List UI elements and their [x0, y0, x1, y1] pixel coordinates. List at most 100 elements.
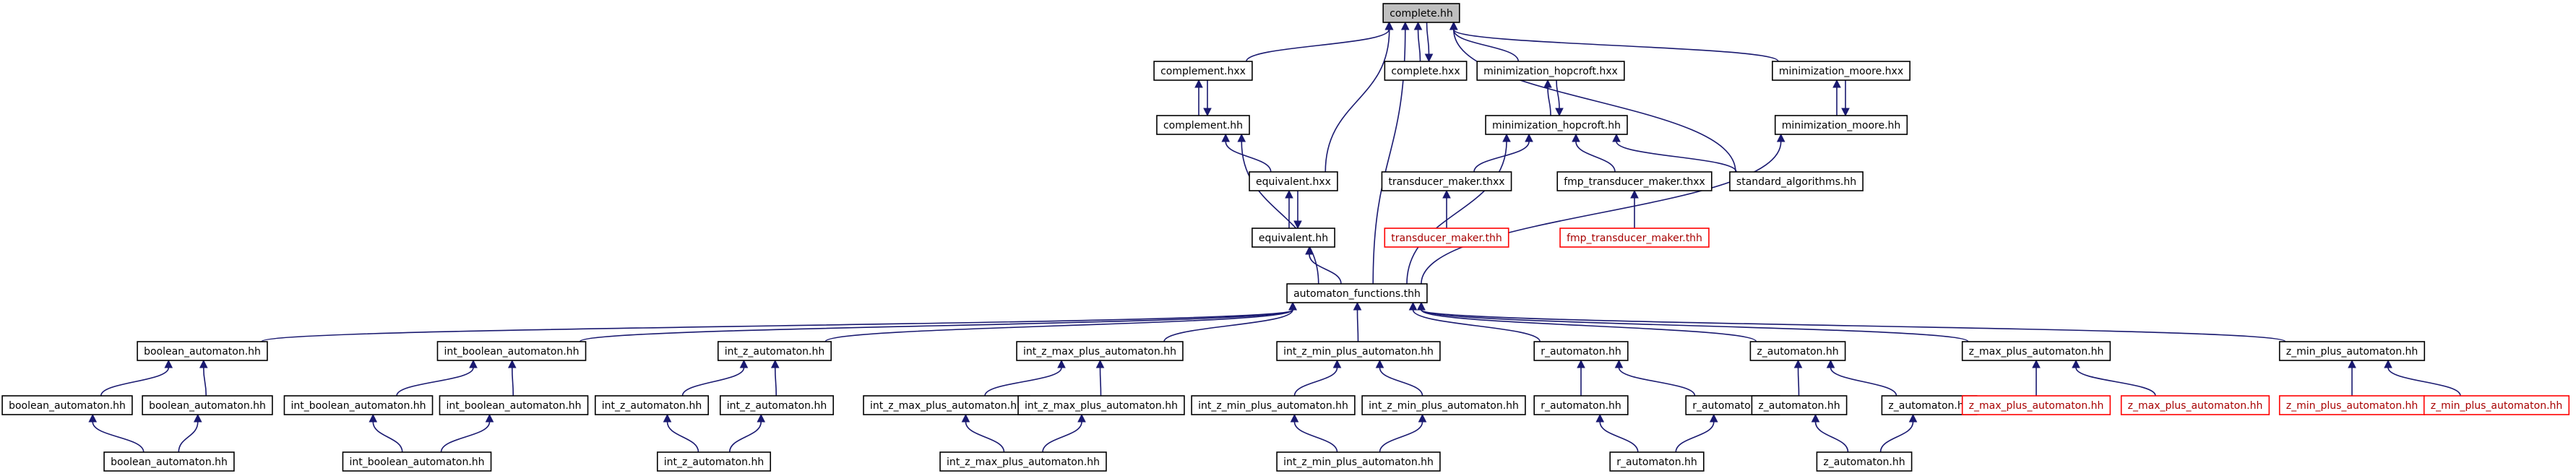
dependency-edge	[2075, 367, 2156, 397]
node-box	[1751, 395, 1848, 415]
node-r-automaton-hh[interactable]: r_automaton.hh	[1533, 341, 1629, 361]
node-label: standard_algorithms.hh	[1736, 176, 1856, 188]
node-label: int_z_min_plus_automaton.hh	[1369, 400, 1519, 412]
node-z-automaton-hh[interactable]: z_automaton.hh	[1751, 395, 1848, 415]
node-label: int_z_automaton.hh	[602, 400, 702, 412]
node-label: fmp_transducer_maker.thxx	[1564, 176, 1705, 188]
arrowhead	[1353, 301, 1362, 311]
node-complete-hxx[interactable]: complete.hxx	[1384, 61, 1468, 81]
node-label: z_automaton.hh	[1758, 400, 1840, 412]
dependency-edge	[1225, 141, 1272, 173]
node-label: fmp_transducer_maker.thh	[1567, 233, 1702, 244]
node-boolean-automaton-hh[interactable]: boolean_automaton.hh	[103, 451, 235, 472]
node-int-boolean-automaton-hh[interactable]: int_boolean_automaton.hh	[436, 341, 587, 361]
dependency-edge	[202, 367, 207, 397]
node-z-max-plus-automaton-hh[interactable]: z_max_plus_automaton.hh	[1961, 395, 2111, 415]
arrowhead	[1332, 359, 1342, 368]
node-box	[1533, 395, 1629, 415]
node-z-max-plus-automaton-hh[interactable]: z_max_plus_automaton.hh	[1961, 341, 2111, 361]
arrowhead	[1776, 133, 1785, 142]
node-int-z-min-plus-automaton-hh[interactable]: int_z_min_plus_automaton.hh	[1276, 451, 1441, 472]
node-transducer-maker-thxx[interactable]: transducer_maker.thxx	[1381, 171, 1512, 191]
node-label: int_boolean_automaton.hh	[446, 400, 581, 412]
node-int-z-automaton-hh[interactable]: int_z_automaton.hh	[656, 451, 772, 472]
node-int-z-min-plus-automaton-hh[interactable]: int_z_min_plus_automaton.hh	[1276, 341, 1441, 361]
node-label: minimization_hopcroft.hh	[1492, 120, 1621, 131]
dependency-edge	[1412, 309, 1541, 342]
node-box	[1156, 115, 1250, 135]
node-minimization-moore-hxx[interactable]: minimization_moore.hxx	[1772, 61, 1911, 81]
node-boolean-automaton-hh[interactable]: boolean_automaton.hh	[1, 395, 133, 415]
node-minimization-moore-hh[interactable]: minimization_moore.hh	[1774, 115, 1908, 135]
dependency-edge	[1379, 421, 1423, 453]
node-label: int_z_automaton.hh	[725, 346, 824, 358]
node-minimization-hopcroft-hh[interactable]: minimization_hopcroft.hh	[1485, 115, 1628, 135]
dependency-edge	[728, 421, 762, 453]
node-int-z-max-plus-automaton-hh[interactable]: int_z_max_plus_automaton.hh	[1017, 395, 1185, 415]
node-int-z-max-plus-automaton-hh[interactable]: int_z_max_plus_automaton.hh	[939, 451, 1107, 472]
node-z-min-plus-automaton-hh[interactable]: z_min_plus_automaton.hh	[2278, 395, 2426, 415]
node-z-min-plus-automaton-hh[interactable]: z_min_plus_automaton.hh	[2278, 341, 2426, 361]
node-z-max-plus-automaton-hh[interactable]: z_max_plus_automaton.hh	[2120, 395, 2270, 415]
node-z-automaton-hh[interactable]: z_automaton.hh	[1881, 395, 1978, 415]
node-standard-algorithms-hh[interactable]: standard_algorithms.hh	[1729, 171, 1864, 191]
node-equivalent-hh[interactable]: equivalent.hh	[1252, 228, 1335, 248]
dependency-edge	[1246, 29, 1390, 62]
dependency-edge	[1099, 367, 1102, 397]
node-fmp-transducer-maker-thh[interactable]: fmp_transducer_maker.thh	[1559, 228, 1710, 248]
node-transducer-maker-thh[interactable]: transducer_maker.thh	[1384, 228, 1509, 248]
node-label: int_z_min_plus_automaton.hh	[1198, 400, 1348, 412]
node-label: minimization_moore.hh	[1782, 120, 1901, 131]
node-label: automaton_functions.thh	[1293, 288, 1421, 300]
arrowhead	[2348, 359, 2356, 368]
node-int-boolean-automaton-hh[interactable]: int_boolean_automaton.hh	[283, 395, 434, 415]
node-minimization-hopcroft-hxx[interactable]: minimization_hopcroft.hxx	[1476, 61, 1625, 81]
node-equivalent-hxx[interactable]: equivalent.hxx	[1249, 171, 1338, 191]
arrowhead	[757, 413, 766, 423]
arrowhead	[1077, 413, 1086, 423]
node-label: int_boolean_automaton.hh	[349, 456, 484, 468]
dependency-edge	[100, 367, 170, 397]
node-int-z-automaton-hh[interactable]: int_z_automaton.hh	[719, 395, 835, 415]
dependency-edge	[1452, 29, 1520, 62]
dependency-edge	[1879, 421, 1914, 453]
node-box	[1961, 341, 2111, 361]
arrowhead	[1384, 21, 1394, 30]
dependency-edge	[984, 367, 1062, 397]
arrowhead	[1841, 108, 1850, 117]
dependency-edge	[1473, 141, 1530, 173]
node-int-z-min-plus-automaton-hh[interactable]: int_z_min_plus_automaton.hh	[1361, 395, 1526, 415]
node-z-automaton-hh[interactable]: z_automaton.hh	[1749, 341, 1846, 361]
node-fmp-transducer-maker-thxx[interactable]: fmp_transducer_maker.thxx	[1556, 171, 1713, 191]
node-r-automaton-hh[interactable]: r_automaton.hh	[1609, 451, 1705, 472]
node-box	[1772, 61, 1911, 81]
arrowhead	[1095, 359, 1105, 368]
node-int-boolean-automaton-hh[interactable]: int_boolean_automaton.hh	[439, 395, 589, 415]
node-box	[1559, 228, 1710, 248]
node-label: int_boolean_automaton.hh	[290, 400, 426, 412]
node-boolean-automaton-hh[interactable]: boolean_automaton.hh	[142, 395, 273, 415]
node-z-automaton-hh[interactable]: z_automaton.hh	[1816, 451, 1913, 472]
node-boolean-automaton-hh[interactable]: boolean_automaton.hh	[137, 341, 268, 361]
node-int-z-max-plus-automaton-hh[interactable]: int_z_max_plus_automaton.hh	[863, 395, 1030, 415]
node-box	[1016, 341, 1184, 361]
node-layer: complete.hh complement.hxx complete.hxx min…	[1, 3, 2570, 472]
node-complete-hh[interactable]: complete.hh	[1382, 3, 1460, 23]
node-automaton-functions-thh[interactable]: automaton_functions.thh	[1286, 283, 1428, 303]
node-complement-hh[interactable]: complement.hh	[1156, 115, 1250, 135]
node-int-boolean-automaton-hh[interactable]: int_boolean_automaton.hh	[342, 451, 492, 472]
dependency-edge	[1406, 141, 1507, 285]
node-r-automaton-hh[interactable]: r_automaton.hh	[1533, 395, 1629, 415]
arrowhead	[1595, 413, 1605, 423]
node-int-z-min-plus-automaton-hh[interactable]: int_z_min_plus_automaton.hh	[1191, 395, 1356, 415]
dependency-edge	[1417, 29, 1421, 62]
node-z-min-plus-automaton-hh[interactable]: z_min_plus_automaton.hh	[2423, 395, 2570, 415]
node-label: transducer_maker.thxx	[1388, 176, 1504, 188]
dependency-edge	[1379, 367, 1423, 397]
node-int-z-max-plus-automaton-hh[interactable]: int_z_max_plus_automaton.hh	[1016, 341, 1184, 361]
node-complement-hxx[interactable]: complement.hxx	[1153, 61, 1253, 81]
node-label: int_boolean_automaton.hh	[444, 346, 579, 358]
node-int-z-automaton-hh[interactable]: int_z_automaton.hh	[717, 341, 832, 361]
node-int-z-automaton-hh[interactable]: int_z_automaton.hh	[594, 395, 710, 415]
dependency-edge	[1547, 87, 1551, 116]
